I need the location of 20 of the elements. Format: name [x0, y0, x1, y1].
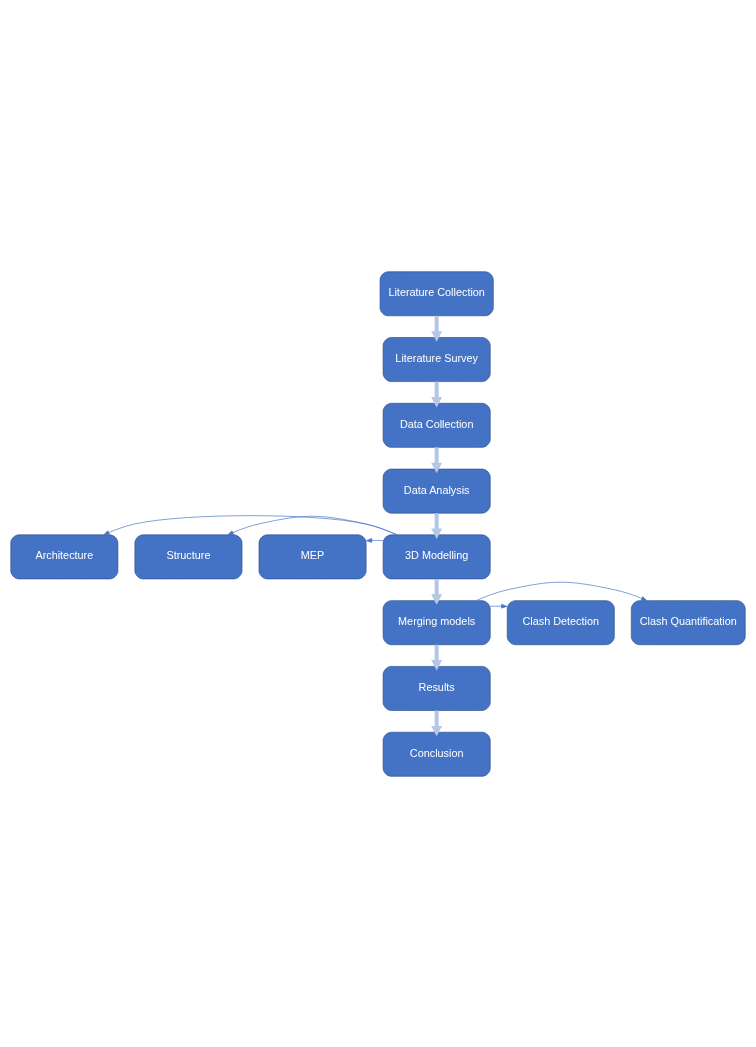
node-box: Conclusion [382, 731, 491, 777]
arrow [103, 514, 398, 535]
node-box: Clash Quantification [630, 599, 746, 645]
node-box: Data Analysis [382, 468, 491, 513]
node-box: Structure [134, 534, 243, 579]
node-box: Literature Collection [379, 270, 494, 316]
node-box: 3D Modelling [382, 534, 491, 579]
arrow [227, 515, 398, 535]
node-box: Merging models [382, 599, 491, 645]
node-box: Architecture [10, 534, 119, 579]
node-box: Data Collection [382, 402, 491, 448]
node-box: Clash Detection [506, 599, 615, 645]
arrow [431, 446, 443, 473]
arrow [431, 512, 443, 539]
arrow [490, 603, 508, 608]
node-box: MEP [258, 534, 367, 579]
node-box: Literature Survey [382, 336, 491, 382]
arrow [366, 537, 384, 543]
arrow [476, 581, 648, 601]
node-box: Results [382, 665, 491, 711]
